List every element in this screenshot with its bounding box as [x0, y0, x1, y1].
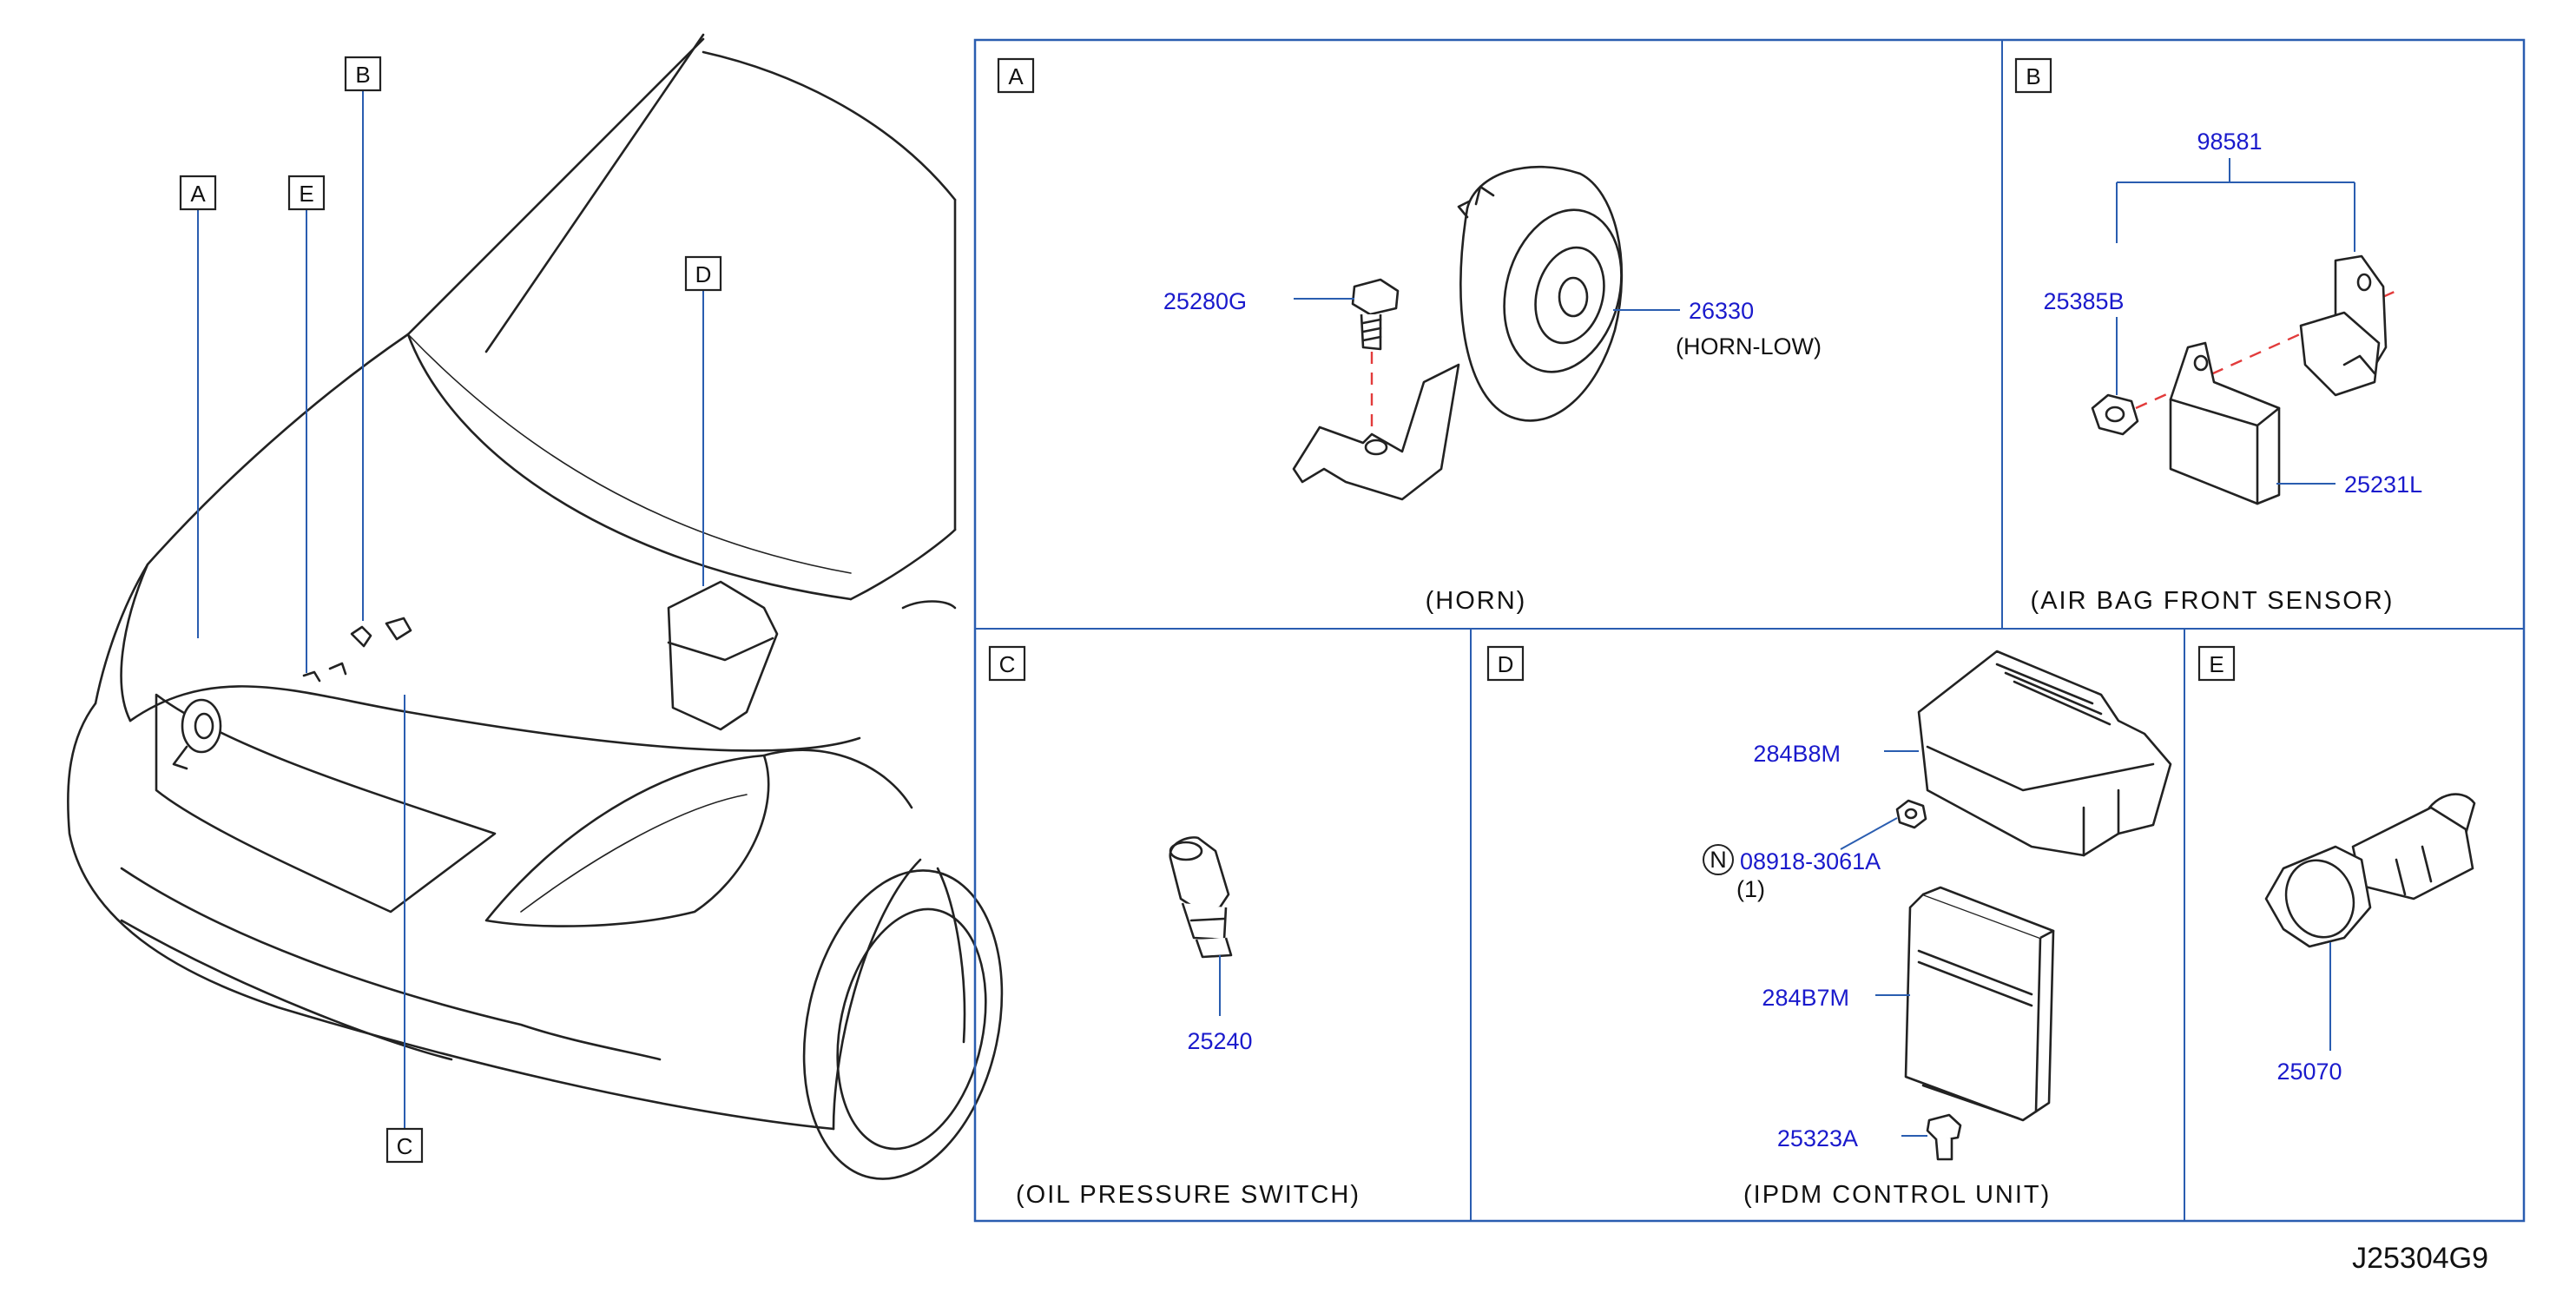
- car-label-c: C: [385, 695, 424, 1164]
- label-horn-desc: (HORN-LOW): [1676, 333, 1822, 360]
- svg-text:B: B: [355, 62, 370, 88]
- panel-ipdm-letter: D: [1498, 651, 1514, 677]
- label-ipdm-unit: 284B7M: [1762, 985, 1849, 1011]
- label-ipdm-nut-qty: (1): [1736, 876, 1765, 902]
- panel-horn-letter: A: [1008, 63, 1024, 89]
- ipdm-unit: [1904, 886, 2055, 1122]
- svg-text:E: E: [299, 181, 313, 207]
- panel-airbag-letter-box: [2014, 57, 2052, 94]
- panel-grid: [973, 38, 2526, 1223]
- panel-horn-letter-box: [997, 57, 1035, 94]
- airbag-sensor: [2299, 254, 2388, 397]
- car-label-b: B: [344, 56, 382, 621]
- panel-oil: C 25240 (OIL PRESSURE SWITCH): [988, 645, 1360, 1209]
- label-ipdm-cover: 284B8M: [1753, 741, 1841, 767]
- panel-airbag: B 98581 25385B 25231L (AIR BAG FRONT SEN…: [2014, 57, 2422, 615]
- panel-sensor-letter-box: [2197, 645, 2236, 682]
- svg-text:C: C: [397, 1133, 413, 1159]
- ipdm-cover: [1917, 650, 2172, 857]
- car-label-a: A: [179, 175, 217, 638]
- horn-body: [1292, 165, 1624, 501]
- car-ipdm-icon: [667, 580, 779, 731]
- svg-text:A: A: [190, 181, 206, 207]
- car-body-outline: [67, 33, 1004, 1180]
- label-horn: 26330: [1689, 298, 1754, 324]
- caption-airbag: (AIR BAG FRONT SENSOR): [2031, 587, 2395, 615]
- panel-sensor: E 25070: [2197, 645, 2476, 1085]
- panel-oil-letter-box: [988, 645, 1026, 682]
- ipdm-bolt: [1926, 1113, 1962, 1161]
- label-airbag-bracket: 25231L: [2344, 472, 2422, 498]
- oil-switch: [1169, 836, 1233, 959]
- label-sensor: 25070: [2276, 1059, 2342, 1085]
- car-label-e: E: [287, 175, 326, 673]
- label-ipdm-nut-symbol: N: [1710, 847, 1727, 873]
- label-ipdm-nut: 08918-3061A: [1740, 848, 1881, 874]
- caption-ipdm: (IPDM CONTROL UNIT): [1743, 1181, 2051, 1209]
- diagram-code: J25304G9: [2352, 1242, 2488, 1275]
- caption-oil: (OIL PRESSURE SWITCH): [1016, 1181, 1360, 1209]
- label-ipdm-bolt: 25323A: [1777, 1125, 1858, 1151]
- car-label-d: D: [684, 255, 722, 586]
- horn-bolt: [1351, 278, 1400, 351]
- car-overview: A E B D C: [67, 33, 1004, 1180]
- airbag-nut: [2091, 393, 2139, 436]
- caption-horn: (HORN): [1426, 587, 1527, 615]
- panel-sensor-letter: E: [2209, 651, 2224, 677]
- ipdm-nut: [1895, 799, 1927, 829]
- svg-text:D: D: [695, 261, 712, 287]
- airbag-bracket: [2169, 341, 2281, 505]
- label-horn-bolt: 25280G: [1163, 288, 1247, 314]
- label-airbag-nut: 25385B: [2043, 288, 2124, 314]
- nut-symbol-circle: [1703, 844, 1734, 875]
- sensor-part: [2264, 793, 2476, 948]
- panel-ipdm: D 284B8M N 08918-3061A (1) 284B7M: [1486, 645, 2172, 1209]
- panel-airbag-letter: B: [2026, 63, 2040, 89]
- label-airbag-assembly: 98581: [2197, 129, 2262, 155]
- panel-oil-letter: C: [999, 651, 1016, 677]
- label-oil-switch: 25240: [1187, 1028, 1252, 1054]
- car-sensor-icons: [302, 617, 412, 683]
- panel-ipdm-letter-box: [1486, 645, 1525, 682]
- car-horn-icon: [172, 698, 222, 770]
- panel-horn: A 25280G 26330 (HORN-LOW) (HORN): [997, 57, 1822, 615]
